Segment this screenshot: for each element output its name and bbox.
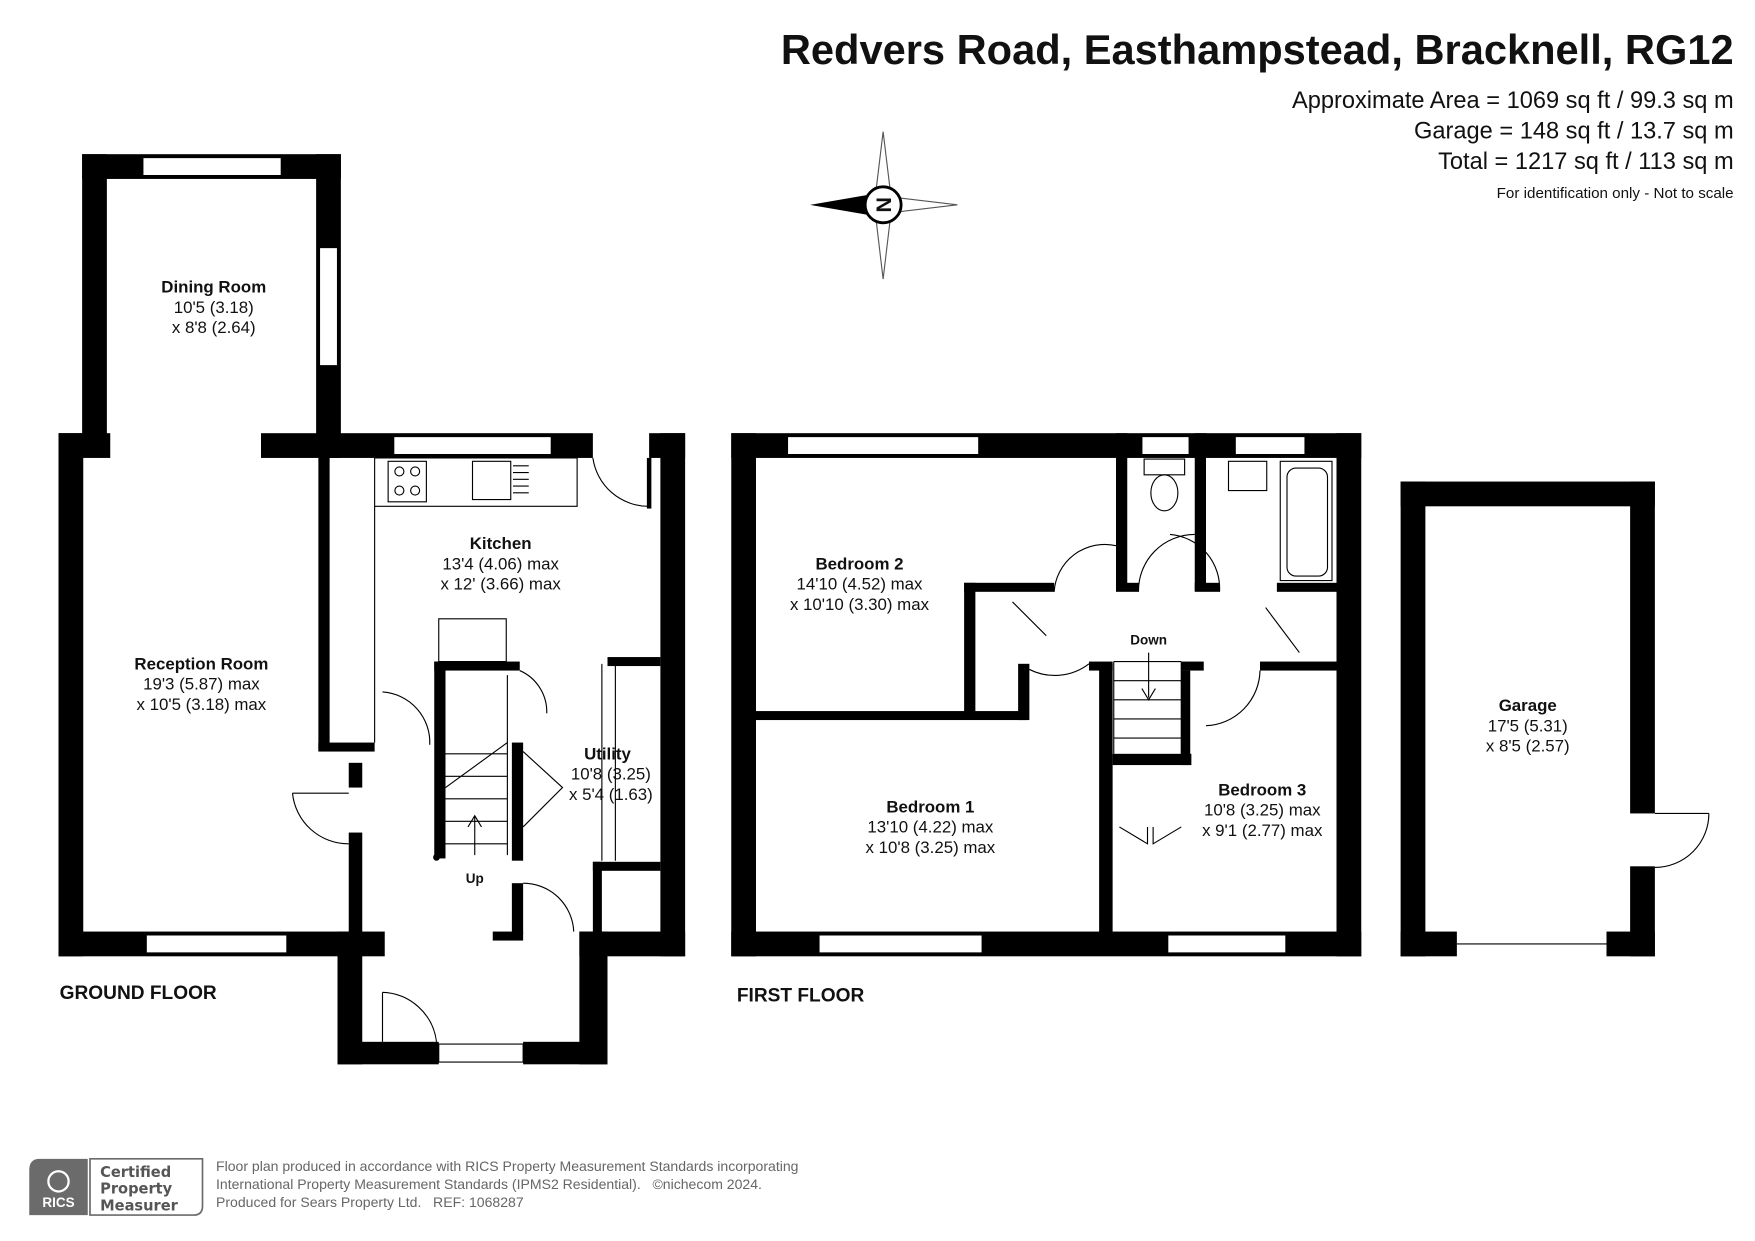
footer-line-3: Produced for Sears Property Ltd. REF: 10… [216, 1194, 524, 1210]
garage-area: Garage = 148 sq ft / 13.7 sq m [1414, 118, 1734, 144]
svg-text:10'5 (3.18): 10'5 (3.18) [174, 298, 254, 317]
svg-text:x 8'8 (2.64): x 8'8 (2.64) [172, 318, 256, 337]
stairs-up-label: Up [466, 871, 484, 886]
svg-text:13'10 (4.22) max: 13'10 (4.22) max [867, 818, 994, 837]
room-kitchen: Kitchen 13'4 (4.06) max x 12' (3.66) max [440, 534, 561, 594]
footer-line-2: International Property Measurement Stand… [216, 1176, 762, 1192]
svg-text:x 12' (3.66) max: x 12' (3.66) max [440, 575, 561, 594]
svg-text:Property: Property [100, 1181, 173, 1198]
ground-floor-label: GROUND FLOOR [60, 983, 217, 1004]
north-arrow-compass-icon: N [810, 131, 958, 280]
svg-text:Dining Room: Dining Room [161, 278, 266, 297]
svg-text:10'8 (3.25) max: 10'8 (3.25) max [1204, 801, 1321, 820]
room-bedroom-2: Bedroom 2 14'10 (4.52) max x 10'10 (3.30… [790, 554, 930, 614]
property-title: Redvers Road, Easthampstead, Bracknell, … [781, 26, 1734, 73]
svg-text:Utility: Utility [584, 744, 631, 763]
first-floor-label: FIRST FLOOR [737, 985, 865, 1006]
svg-text:x 10'10 (3.30) max: x 10'10 (3.30) max [790, 595, 930, 614]
svg-text:Garage: Garage [1499, 696, 1557, 715]
rics-certified-badge: RICS Certified Property Measurer [29, 1157, 204, 1216]
room-utility: Utility 10'8 (3.25) x 5'4 (1.63) [569, 744, 653, 804]
first-floor-plan [731, 433, 1362, 957]
footer-line-1: Floor plan produced in accordance with R… [216, 1158, 798, 1174]
approx-area: Approximate Area = 1069 sq ft / 99.3 sq … [1292, 88, 1734, 114]
svg-text:19'3 (5.87) max: 19'3 (5.87) max [143, 675, 260, 694]
svg-text:x 5'4 (1.63): x 5'4 (1.63) [569, 785, 653, 804]
svg-text:13'4 (4.06) max: 13'4 (4.06) max [442, 554, 559, 573]
total-area: Total = 1217 sq ft / 113 sq m [1438, 149, 1734, 175]
svg-text:Certified: Certified [100, 1164, 171, 1181]
svg-text:x 9'1 (2.77) max: x 9'1 (2.77) max [1202, 821, 1323, 840]
svg-text:Kitchen: Kitchen [470, 534, 532, 553]
svg-text:RICS: RICS [42, 1195, 74, 1210]
rics-lion-icon [47, 1170, 70, 1193]
stairs-down-label: Down [1130, 633, 1167, 648]
svg-text:x 10'5 (3.18) max: x 10'5 (3.18) max [137, 695, 267, 714]
disclaimer: For identification only - Not to scale [1497, 185, 1734, 202]
svg-text:Measurer: Measurer [100, 1198, 179, 1215]
ground-floor-plan [58, 154, 686, 1065]
garage-plan [1400, 481, 1710, 957]
svg-text:x 8'5 (2.57): x 8'5 (2.57) [1486, 737, 1570, 756]
svg-text:x 10'8 (3.25) max: x 10'8 (3.25) max [866, 838, 996, 857]
room-reception-room: Reception Room 19'3 (5.87) max x 10'5 (3… [134, 654, 268, 714]
room-bedroom-3: Bedroom 3 10'8 (3.25) max x 9'1 (2.77) m… [1202, 780, 1323, 840]
svg-text:Bedroom 2: Bedroom 2 [815, 554, 903, 573]
room-bedroom-1: Bedroom 1 13'10 (4.22) max x 10'8 (3.25)… [866, 797, 996, 857]
svg-text:Bedroom 1: Bedroom 1 [886, 797, 974, 816]
svg-text:17'5 (5.31): 17'5 (5.31) [1488, 716, 1568, 735]
room-dining-room: Dining Room 10'5 (3.18) x 8'8 (2.64) [161, 278, 266, 338]
compass-north-label: N [872, 197, 896, 212]
svg-text:14'10 (4.52) max: 14'10 (4.52) max [797, 575, 924, 594]
svg-text:Bedroom 3: Bedroom 3 [1218, 780, 1306, 799]
svg-text:Reception Room: Reception Room [134, 654, 268, 673]
room-garage: Garage 17'5 (5.31) x 8'5 (2.57) [1486, 696, 1570, 756]
svg-text:10'8 (3.25): 10'8 (3.25) [571, 765, 651, 784]
